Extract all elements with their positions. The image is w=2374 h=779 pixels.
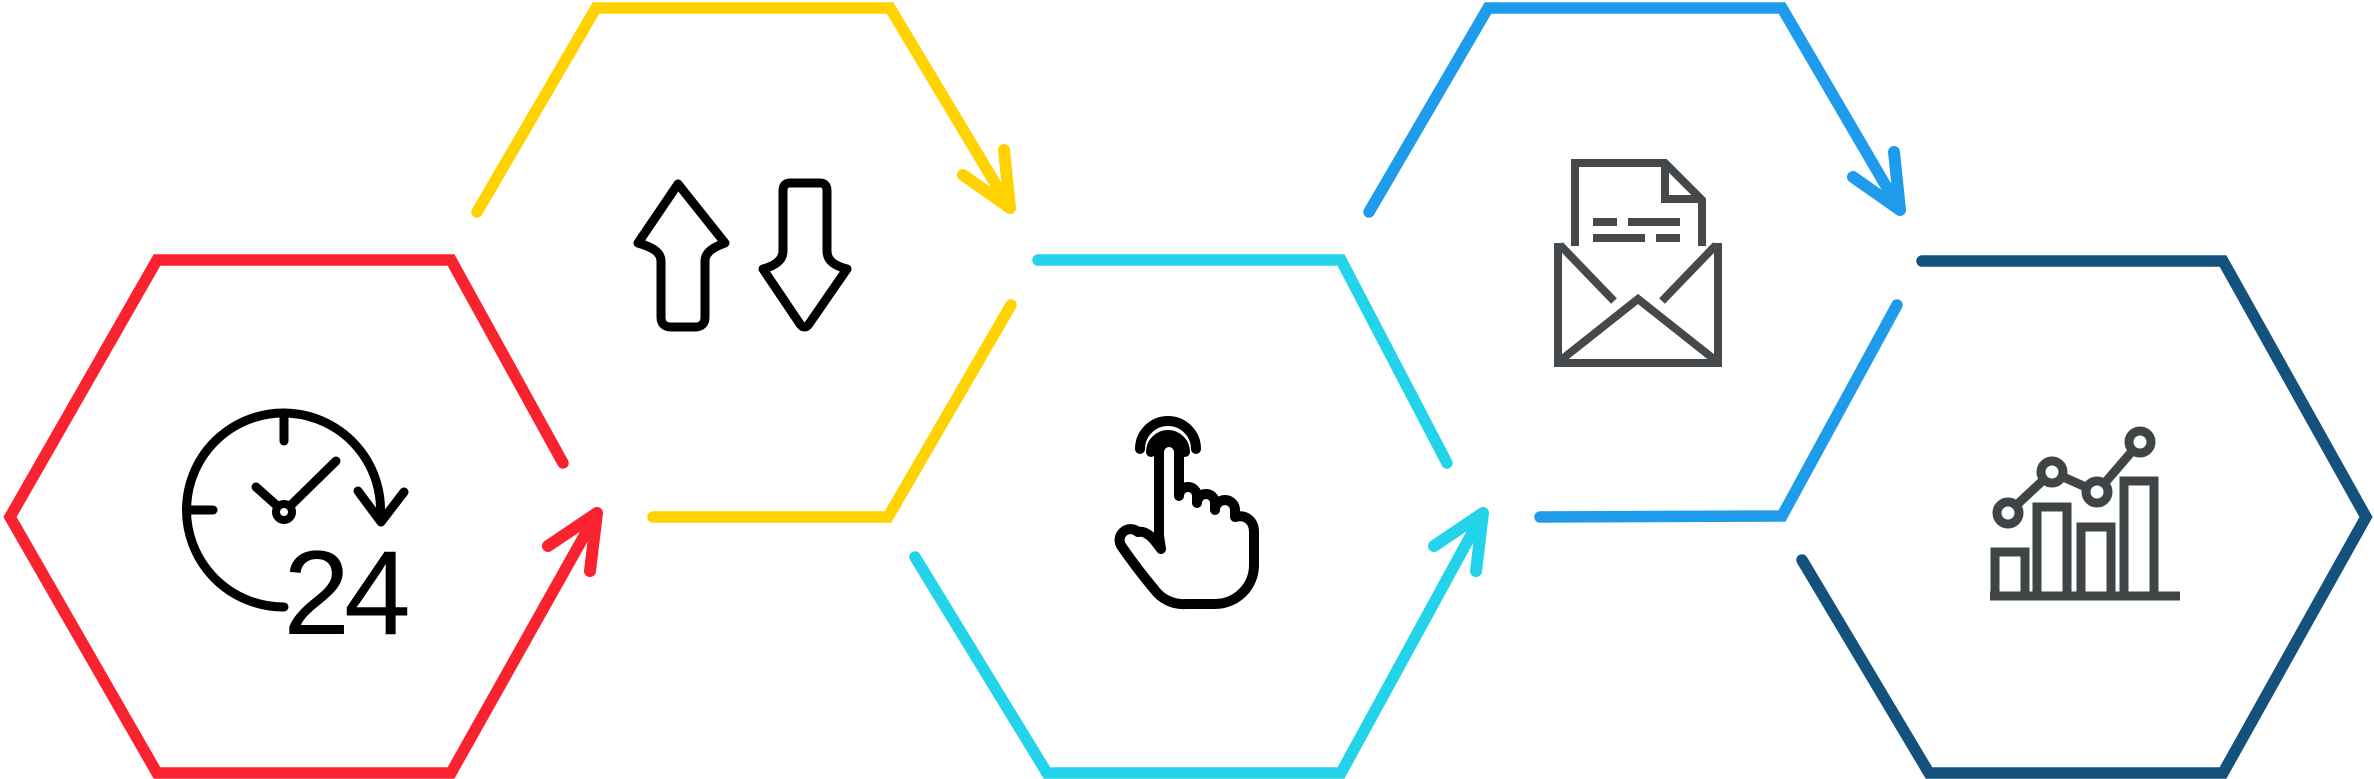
chart-bar (2119, 476, 2159, 596)
hexagon-step-1-24-hours (3, 254, 603, 779)
letter-page (1571, 159, 1706, 246)
chart-bar (1990, 547, 2030, 596)
up-down-arrows-icon (633, 178, 852, 332)
clock-pivot (272, 500, 296, 524)
hexagon-outline (909, 507, 1489, 779)
flow-arrowhead-icon (1847, 146, 1906, 216)
chart-trend-line (2004, 439, 2144, 517)
envelope-flap-left (1557, 242, 1617, 304)
hexagon-step-2-transfer (471, 2, 1017, 523)
clock-rotation-arrowhead-icon (353, 486, 409, 527)
clock-24-icon: 24 (182, 408, 414, 660)
hexagon-outline (471, 2, 1016, 218)
hexagon-step-3-tap (909, 254, 1489, 779)
hexagon-outline (1796, 255, 2373, 779)
hexagon-step-5-analytics (1796, 255, 2373, 779)
hexagon-outline (1534, 299, 1903, 523)
tap-ripple-outer (1135, 416, 1201, 454)
tap-hand-icon (1114, 416, 1259, 610)
clock-minute-hand (279, 456, 341, 517)
chart-trend-point (1992, 497, 2024, 529)
chart-bar (2076, 522, 2116, 596)
hexagon-outline (647, 299, 1017, 523)
down-arrow-icon (758, 178, 852, 332)
chart-bar (2032, 502, 2072, 596)
hexagon-outline (1032, 254, 1453, 469)
tap-ripple-inner (1146, 430, 1190, 457)
envelope-front-fold (1558, 293, 1718, 364)
hexagon-outline (1363, 2, 1906, 218)
clock-24-label: 24 (283, 526, 408, 660)
bar-line-chart-icon (1990, 426, 2180, 601)
hexagon-step-4-mail (1363, 2, 1906, 523)
chart-trend-point (2036, 456, 2068, 488)
flow-arrowhead-icon (1428, 507, 1489, 577)
letter-folded-corner (1661, 166, 1699, 203)
envelope-flap-right (1659, 242, 1719, 304)
chart-trend-point (2081, 476, 2113, 508)
clock-face-arc (182, 408, 385, 612)
hand-outline (1114, 437, 1259, 610)
hexagon-outline (3, 254, 603, 779)
open-envelope-letter-icon (1554, 159, 1722, 367)
flow-arrowhead-icon (957, 144, 1016, 214)
up-arrow-icon (633, 179, 730, 332)
envelope-body (1554, 243, 1722, 367)
flow-arrowhead-icon (542, 507, 603, 577)
chart-trend-point (2124, 426, 2156, 458)
